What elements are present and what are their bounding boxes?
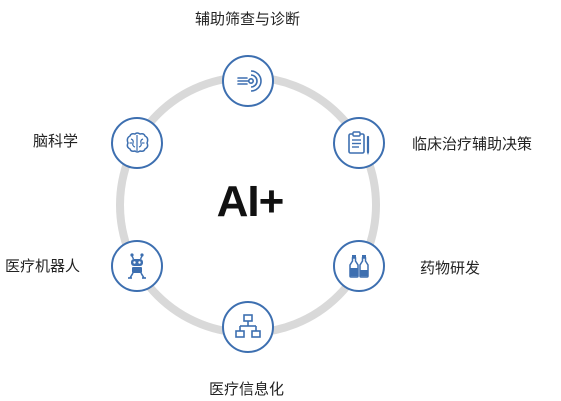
signal-scan-icon <box>237 70 262 92</box>
label-drug: 药物研发 <box>420 259 481 277</box>
clipboard-pen-icon <box>348 131 370 155</box>
node-robot[interactable] <box>111 240 163 292</box>
label-clinical: 临床治疗辅助决策 <box>412 135 533 153</box>
label-brain: 脑科学 <box>33 132 79 150</box>
node-brain[interactable] <box>111 117 163 169</box>
node-screening[interactable] <box>222 55 274 107</box>
center-title: AI+ <box>216 177 285 226</box>
vials-icon <box>349 255 369 278</box>
node-drug[interactable] <box>333 240 385 292</box>
node-informatics[interactable] <box>222 301 274 353</box>
hierarchy-icon <box>235 314 261 338</box>
brain-icon <box>126 132 149 153</box>
robot-icon <box>128 253 146 279</box>
label-informatics: 医疗信息化 <box>209 380 285 398</box>
label-robot: 医疗机器人 <box>5 257 81 275</box>
node-clinical[interactable] <box>333 117 385 169</box>
label-screening: 辅助筛查与诊断 <box>195 10 301 28</box>
